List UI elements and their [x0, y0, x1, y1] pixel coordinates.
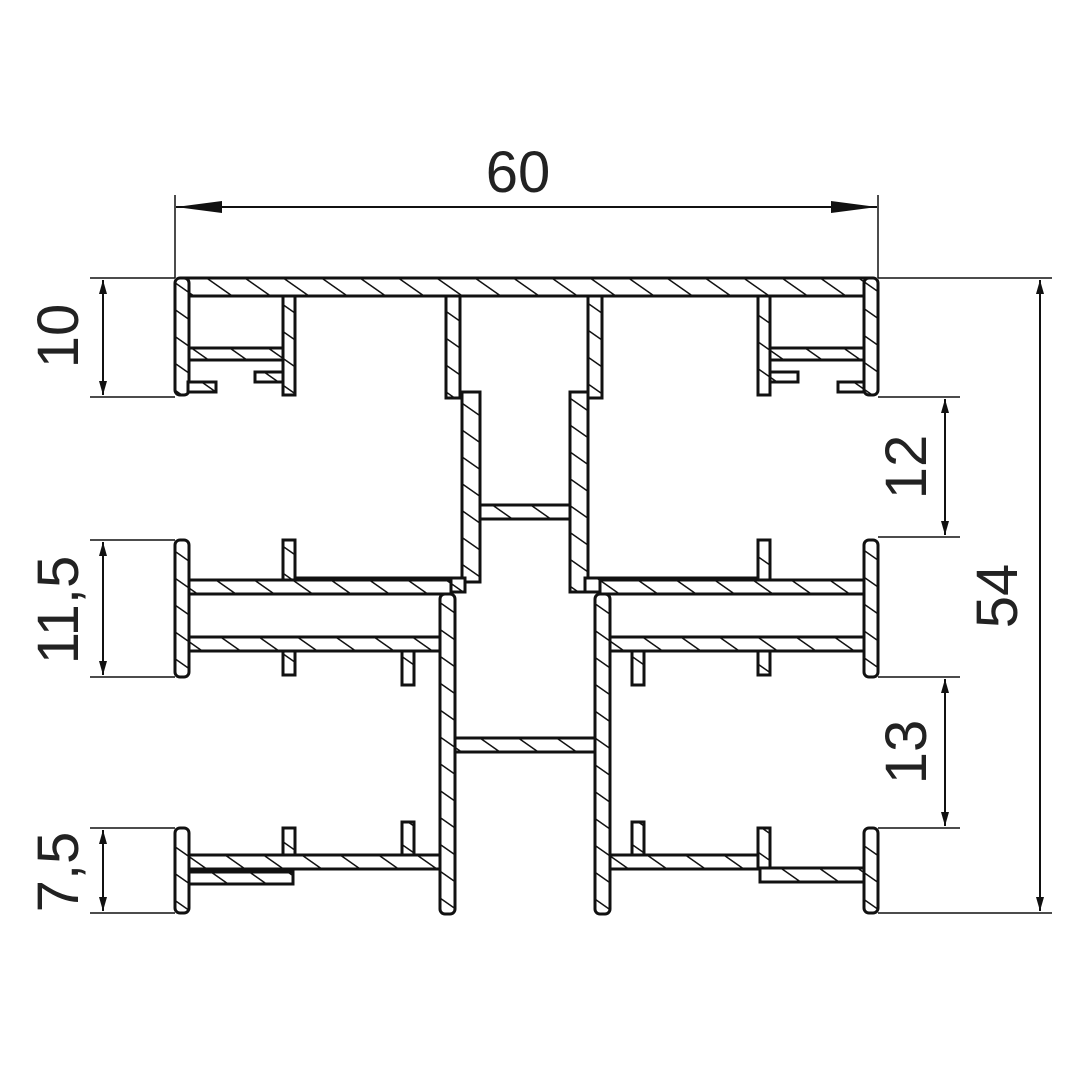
- right-rail-bottom: [603, 635, 866, 653]
- hook: [756, 649, 772, 677]
- left-bottom-lip: [187, 870, 295, 886]
- hook: [281, 538, 297, 582]
- right-bottom-outer-wall: [862, 826, 880, 915]
- right-top-web: [756, 294, 772, 397]
- hook: [836, 380, 866, 394]
- dim-label-lower-right: 13: [874, 720, 939, 785]
- profile-section: [173, 276, 880, 916]
- left-bottom-rail: [187, 853, 442, 871]
- hook: [756, 538, 772, 582]
- hook: [253, 370, 285, 384]
- hook: [768, 370, 800, 384]
- right-bottom-rail: [608, 853, 772, 871]
- dim-label-width: 60: [486, 140, 551, 205]
- hook: [400, 649, 416, 687]
- hook: [281, 649, 297, 677]
- center-crossbar-upper: [478, 503, 572, 521]
- hook: [400, 820, 416, 857]
- left-top-outer-wall: [173, 276, 191, 397]
- hook: [281, 826, 297, 857]
- center-right-upper-wall: [586, 294, 604, 400]
- hook: [756, 826, 772, 870]
- left-bottom-outer-wall: [173, 826, 191, 915]
- right-bottom-lip: [758, 866, 866, 884]
- center-left-upper-wall: [444, 294, 462, 400]
- dim-label-height: 54: [965, 564, 1030, 629]
- left-top-box-bottom: [187, 346, 287, 362]
- right-rail-top: [598, 578, 866, 596]
- center-left-lower-wall: [438, 592, 457, 916]
- center-left-neck: [460, 390, 482, 584]
- dim-label-bottom-left: 7,5: [26, 832, 91, 913]
- dimension-labels: 60 10 11,5 7,5 12 13 54: [26, 140, 1030, 912]
- dim-label-top-left: 10: [26, 304, 91, 369]
- hook: [186, 380, 218, 394]
- extension-lines: [90, 195, 1052, 914]
- center-right-lower-wall: [593, 592, 612, 916]
- center-right-neck: [568, 390, 590, 594]
- dimension-lines: [99, 201, 1044, 911]
- left-middle-outer-wall: [173, 538, 191, 679]
- dim-label-middle-left: 11,5: [26, 556, 91, 665]
- right-top-box-bottom: [768, 346, 866, 362]
- right-top-outer-wall: [862, 276, 880, 397]
- dim-label-upper-right: 12: [874, 435, 939, 500]
- hook: [630, 820, 646, 857]
- left-rail-top: [187, 578, 453, 596]
- left-rail-bottom: [187, 635, 446, 653]
- left-top-web: [281, 294, 297, 397]
- hook: [630, 649, 646, 687]
- center-crossbar-lower: [453, 736, 597, 754]
- right-middle-outer-wall: [862, 538, 880, 679]
- top-flange: [173, 276, 880, 298]
